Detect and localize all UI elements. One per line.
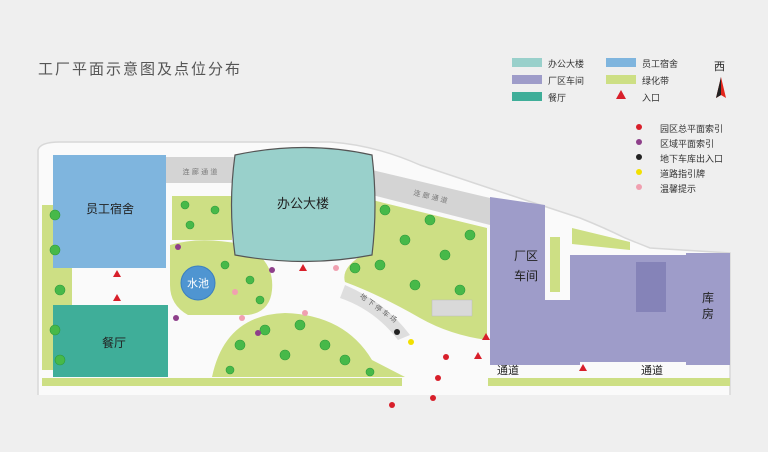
legend-label-canteen: 餐厅 (548, 94, 567, 104)
corridor-1-label: 连 廊 通 道 (183, 167, 218, 176)
legend-label-area-index: 区域平面索引 (660, 140, 715, 150)
dorm-building (53, 155, 166, 268)
canteen-building (53, 305, 168, 377)
office-building (230, 146, 376, 263)
tree-cluster (49, 200, 476, 377)
legend-label-dorm: 员工宿舍 (642, 60, 679, 70)
road-1-label: 通道 (497, 363, 519, 377)
compass-label: 西 (714, 60, 725, 73)
legend-label-workshop: 厂区车间 (548, 77, 585, 87)
legend-dot-road-sign (636, 169, 642, 175)
legend-dot-site-index (636, 124, 642, 130)
garage-stairs (431, 299, 473, 317)
warehouse-label-2: 房 (702, 306, 714, 321)
garage-ramp (340, 285, 410, 340)
canteen-label: 餐厅 (102, 335, 126, 350)
point-markers (173, 244, 449, 408)
pool-label: 水池 (187, 277, 209, 290)
inner-yard (636, 262, 666, 312)
legend-swatch-dorm (606, 58, 636, 67)
legend-label-office: 办公大楼 (548, 60, 585, 70)
compass-icon (716, 77, 726, 98)
legend-label-site-index: 园区总平面索引 (660, 125, 724, 135)
legend-label-garage-entrance: 地下车库出入口 (660, 155, 724, 165)
legend-swatch-green (606, 75, 636, 84)
legend-label-entrance: 入口 (642, 94, 661, 104)
warehouse-label-1: 库 (702, 290, 714, 305)
legend-label-tips: 温馨提示 (660, 185, 697, 195)
page-title: 工厂平面示意图及点位分布 (38, 60, 243, 78)
workshop-east (570, 255, 690, 362)
legend-label-green: 绿化带 (642, 77, 670, 87)
green-bottom-right (488, 378, 730, 386)
green-bottom (42, 378, 402, 386)
legend-label-road-sign: 道路指引牌 (660, 170, 706, 180)
legend-dot-garage-entrance (636, 154, 642, 160)
legend-dot-area-index (636, 139, 642, 145)
dorm-label: 员工宿舍 (86, 201, 134, 216)
corridor-1 (165, 157, 240, 183)
legend-dot-tips (636, 184, 642, 190)
legend-swatch-workshop (512, 75, 542, 84)
road-2-label: 通道 (641, 363, 663, 377)
entrance-markers (113, 264, 587, 371)
workshop-label-2: 车间 (514, 268, 538, 283)
green-workshop-top (572, 228, 630, 250)
workshop-label-1: 厂区 (514, 249, 538, 263)
legend-swatch-office (512, 58, 542, 67)
warehouse-building (686, 253, 730, 365)
office-label: 办公大楼 (277, 197, 329, 212)
green-office-left (172, 196, 232, 240)
workshop-building (490, 197, 580, 365)
legend-entrance-icon (616, 90, 626, 99)
workshop-green (550, 237, 560, 292)
pool (180, 265, 216, 301)
corridor-2 (372, 170, 490, 225)
legend-swatch-canteen (512, 92, 542, 101)
